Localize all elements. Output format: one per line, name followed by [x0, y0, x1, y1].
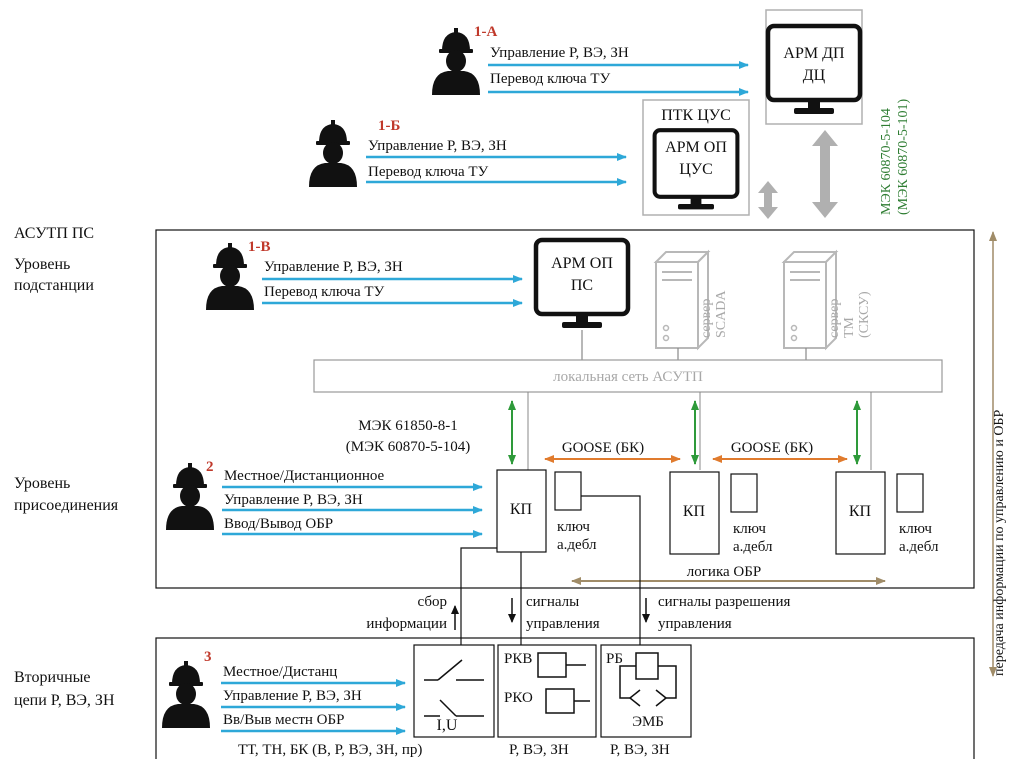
worker-icon: [206, 243, 254, 310]
kp-block-3: [835, 471, 886, 555]
worker-icon: [309, 120, 357, 187]
op-3-line-3: Вв/Выв местн ОБР: [223, 712, 344, 728]
arm-op-cus-line2: ЦУС: [679, 161, 713, 178]
operator-tag-1b: 1-Б: [378, 118, 400, 134]
key-block-2: [730, 473, 758, 513]
kp-block-1: [496, 469, 547, 553]
op-2-line-2: Управление Р, ВЭ, ЗН: [224, 492, 363, 508]
secondary-frame: [155, 637, 975, 759]
op-3-line-1: Местное/Дистанц: [223, 664, 337, 680]
operator-tag-3: 3: [204, 649, 212, 665]
op-1b-line-2: Перевод ключа ТУ: [368, 164, 489, 180]
rko-relay-coil: [545, 688, 575, 714]
rb-relay-coil: [635, 652, 659, 680]
operator-tag-1a: 1-А: [474, 24, 497, 40]
kp-block-2: [669, 471, 720, 555]
signal-control-2: управления: [526, 616, 600, 632]
level-secondary-2: цепи Р, ВЭ, ЗН: [14, 692, 115, 709]
op-1a-line-2: Перевод ключа ТУ: [490, 71, 611, 87]
server-scada-l2: SCADA: [714, 290, 729, 338]
key-block-3: [896, 473, 924, 513]
protocol-iec104-bay: (МЭК 60870-5-104): [346, 439, 470, 455]
key-1-l2: а.дебл: [557, 537, 597, 553]
arm-op-ps-line2: ПС: [571, 277, 593, 294]
server-tm-l3: (СКСУ): [857, 291, 872, 338]
iu-block: [413, 644, 495, 738]
rve-caption-1: Р, ВЭ, ЗН: [509, 742, 569, 758]
asutp-frame: [155, 229, 975, 589]
op-1a-line-1: Управление Р, ВЭ, ЗН: [490, 45, 629, 61]
key-block-1: [554, 471, 582, 511]
local-network-label: локальная сеть АСУТП: [553, 369, 703, 385]
switch-contacts-icon: [424, 659, 484, 717]
rb-label: РБ: [606, 651, 623, 667]
kp-1-label: КП: [510, 501, 533, 518]
arm-dp-line1: АРМ ДП: [783, 45, 845, 62]
signal-collect-2: информации: [366, 616, 447, 632]
arm-op-cus-line1: АРМ ОП: [665, 139, 727, 156]
goose-label-2: GOOSE (БК): [731, 440, 813, 456]
rkv-relay-coil: [537, 652, 567, 678]
goose-label-1: GOOSE (БК): [562, 440, 644, 456]
op-1b-line-1: Управление Р, ВЭ, ЗН: [368, 138, 507, 154]
protocol-iec101: (МЭК 60870-5-101): [896, 98, 911, 215]
level-substation-1: Уровень: [14, 256, 70, 273]
level-secondary-1: Вторичные: [14, 669, 90, 686]
server-tm-l1: сервер: [827, 299, 842, 338]
op-3-line-2: Управление Р, ВЭ, ЗН: [223, 688, 362, 704]
emb-contacts-icon: [619, 665, 677, 707]
protocol-iec61850: МЭК 61850-8-1: [358, 418, 458, 434]
signal-permit-2: управления: [658, 616, 732, 632]
worker-icon: [432, 28, 480, 95]
protocol-iec104: МЭК 60870-5-104: [879, 108, 894, 215]
signal-permit-1: сигналы разрешения: [658, 594, 790, 610]
emb-label: ЭМБ: [632, 714, 664, 730]
signal-control-1: сигналы: [526, 594, 579, 610]
grey-link-dp: [812, 130, 838, 218]
ptk-cus-label: ПТК ЦУС: [661, 107, 731, 124]
key-2-l1: ключ: [733, 521, 766, 537]
local-network-bar: [313, 359, 943, 393]
key-1-l1: ключ: [557, 519, 590, 535]
iu-label: I,U: [437, 717, 458, 734]
operator-tag-2: 2: [206, 459, 214, 475]
signal-collect-1: сбор: [418, 594, 447, 610]
side-transfer-label: передача информации по управлению и ОБР: [992, 410, 1007, 676]
level-bay-2: присоединения: [14, 497, 119, 514]
grey-link-ptk: [758, 181, 778, 219]
rve-caption-2: Р, ВЭ, ЗН: [610, 742, 670, 758]
kp-2-label: КП: [683, 503, 706, 520]
operator-tag-1v: 1-В: [248, 239, 271, 255]
key-3-l2: а.дебл: [899, 539, 939, 555]
asutp-title: АСУТП ПС: [14, 225, 94, 242]
kp-3-label: КП: [849, 503, 872, 520]
op-2-line-1: Местное/Дистанционное: [224, 468, 385, 484]
rkv-label: РКВ: [504, 651, 532, 667]
logic-obr-label: логика ОБР: [687, 564, 761, 580]
arm-dp-line2: ДЦ: [803, 67, 826, 84]
level-bay-1: Уровень: [14, 475, 70, 492]
key-2-l2: а.дебл: [733, 539, 773, 555]
op-1v-line-1: Управление Р, ВЭ, ЗН: [264, 259, 403, 275]
level-substation-2: подстанции: [14, 277, 94, 294]
op-1v-line-2: Перевод ключа ТУ: [264, 284, 385, 300]
worker-icon: [162, 661, 210, 728]
tt-caption: ТТ, ТН, БК (В, Р, ВЭ, ЗН, пр): [238, 742, 422, 758]
server-tm-l2: ТМ: [842, 317, 857, 338]
server-scada-l1: сервер: [699, 299, 714, 338]
op-2-line-3: Ввод/Вывод ОБР: [224, 516, 333, 532]
key-3-l1: ключ: [899, 521, 932, 537]
arm-op-ps-line1: АРМ ОП: [551, 255, 613, 272]
rko-label: РКО: [504, 690, 533, 706]
